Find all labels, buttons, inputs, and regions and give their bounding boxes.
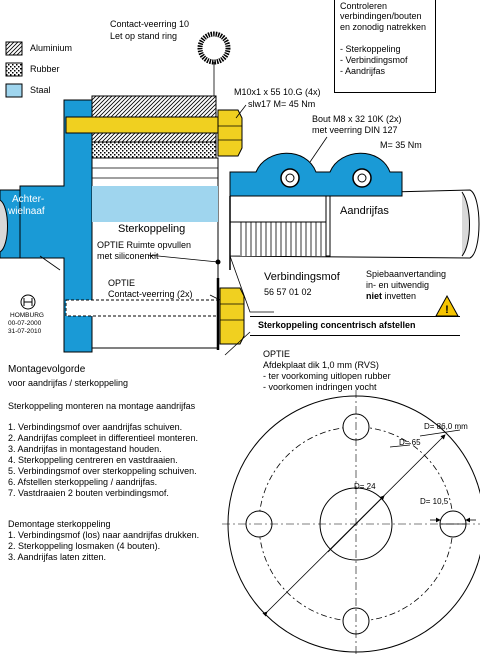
assembly-step-7: 7. Vastdraaien 2 bouten verbindingsmof. [8,488,169,498]
legend-rubber-swatch [5,62,23,77]
drive-shaft-label: Aandrijfas [340,205,389,217]
bolt-m8-torque: M= 35 Nm [380,140,422,150]
hub-label-line2: wielnaaf [8,206,45,217]
dim-outer: D= 86,0 mm [424,422,468,431]
assembly-step-3: 3. Aandrijfas in montagestand houden. [8,444,162,454]
dim-inner: D= 24 [354,482,376,491]
sleeve-part-number: 56 57 01 02 [264,287,312,297]
demontage-title: Demontage sterkoppeling [8,519,111,529]
legend-aluminium-label: Aluminium [30,43,73,53]
star-coupling-label: Sterkoppeling [118,223,186,235]
homburg-name: HOMBURG [10,312,44,319]
spline-not-bold: niet [366,291,383,301]
plate-option-line3: - ter voorkoming uitlopen rubber [263,371,391,381]
assembly-subtitle: voor aandrijfas / sterkoppeling [8,378,129,388]
spline-line3: niet invetten [366,291,416,302]
bolt-m8-spec: Bout M8 x 32 10K (2x) [312,114,402,124]
assembly-step-5: 5. Verbindingsmof over sterkoppeling sch… [8,466,197,476]
spline-line2: in- en uitwendig [366,280,430,290]
connection-sleeve [229,152,403,197]
upper-bolt-head [217,109,243,157]
option-ring-line2: Contact-veerring (2x) [108,289,193,299]
demontage-step-3: 3. Aandrijfas laten zitten. [8,552,107,562]
contact-ring-10 [197,31,231,65]
option-fill-line1: OPTIE Ruimte opvullen [97,240,192,250]
star-coupling-hub-insert [92,186,218,222]
lower-bolt-head [219,287,245,345]
plate-option-line1: OPTIE [263,349,291,359]
check-line-6: - Verbindingsmof [340,55,408,65]
shaft-spline-section [240,222,326,256]
assembly-title: Montagevolgorde [8,364,86,375]
plate-option-line2: Afdekplaat dik 1,0 mm (RVS) [263,360,379,370]
legend-rubber-label: Rubber [30,64,60,74]
check-line-1: Controleren [340,1,388,11]
option-fill-line2: met siliconenkit [97,251,159,261]
check-connections-box: Controleren verbindingen/bouten en zonod… [334,0,436,93]
assembly-intro: Sterkoppeling monteren na montage aandri… [8,401,196,411]
sleeve-bolt-1 [280,168,300,188]
option-ring-line1: OPTIE [108,278,136,288]
demontage-step-2: 2. Sterkoppeling losmaken (4 bouten). [8,541,161,551]
homburg-date1: 00-07-2000 [8,320,42,327]
bolt-m10-spec: M10x1 x 55 10.G (4x) [234,87,321,97]
dim-pitch: D= 65 [399,438,421,447]
contact-ring-title: Contact-veerring 10 [110,19,190,29]
dim-hole: D= 10,5 [420,497,449,506]
check-line-4 [340,33,440,44]
assembly-step-1: 1. Verbindingsmof over aandrijfas schuiv… [8,422,183,432]
check-line-5: - Sterkoppeling [340,44,401,54]
check-line-7: - Aandrijfas [340,66,386,76]
bolt-m8-washer: met veerring DIN 127 [312,125,398,135]
spline-line3-rest: invetten [382,291,417,301]
legend-aluminium-swatch [5,41,23,56]
upper-bolt-shank [65,116,219,134]
legend-staal-label: Staal [30,85,51,95]
homburg-logo-icon [20,294,36,310]
sleeve-bolt-2 [352,168,372,188]
assembly-step-6: 6. Afstellen sterkoppeling / aandrijfas. [8,477,158,487]
assembly-step-2: 2. Aandrijfas compleet in differentieel … [8,433,198,443]
lower-bolt-shank [65,299,219,317]
concentric-label: Sterkoppeling concentrisch afstellen [258,320,416,330]
spline-line1: Spiebaanvertanding [366,269,447,279]
homburg-date2: 31-07-2010 [8,328,42,335]
svg-text:!: ! [445,304,449,316]
contact-ring-note: Let op stand ring [110,31,178,41]
bolt-m10-torque: slw17 M= 45 Nm [248,99,316,109]
legend-staal-swatch [5,83,23,98]
upper-rubber-layer [91,141,217,159]
demontage-step-1: 1. Verbindingsmof (los) naar aandrijfas … [8,530,200,540]
concentric-box: Sterkoppeling concentrisch afstellen [250,316,460,336]
plate-option-line4: - voorkomen indringen vocht [263,382,377,392]
hub-label-line1: Achter- [12,194,45,205]
assembly-step-4: 4. Sterkoppeling centreren en vastdraaie… [8,455,178,465]
check-line-3: en zonodig natrekken [340,22,427,32]
sleeve-name: Verbindingsmof [264,271,340,283]
check-line-2: verbindingen/bouten [340,11,422,21]
